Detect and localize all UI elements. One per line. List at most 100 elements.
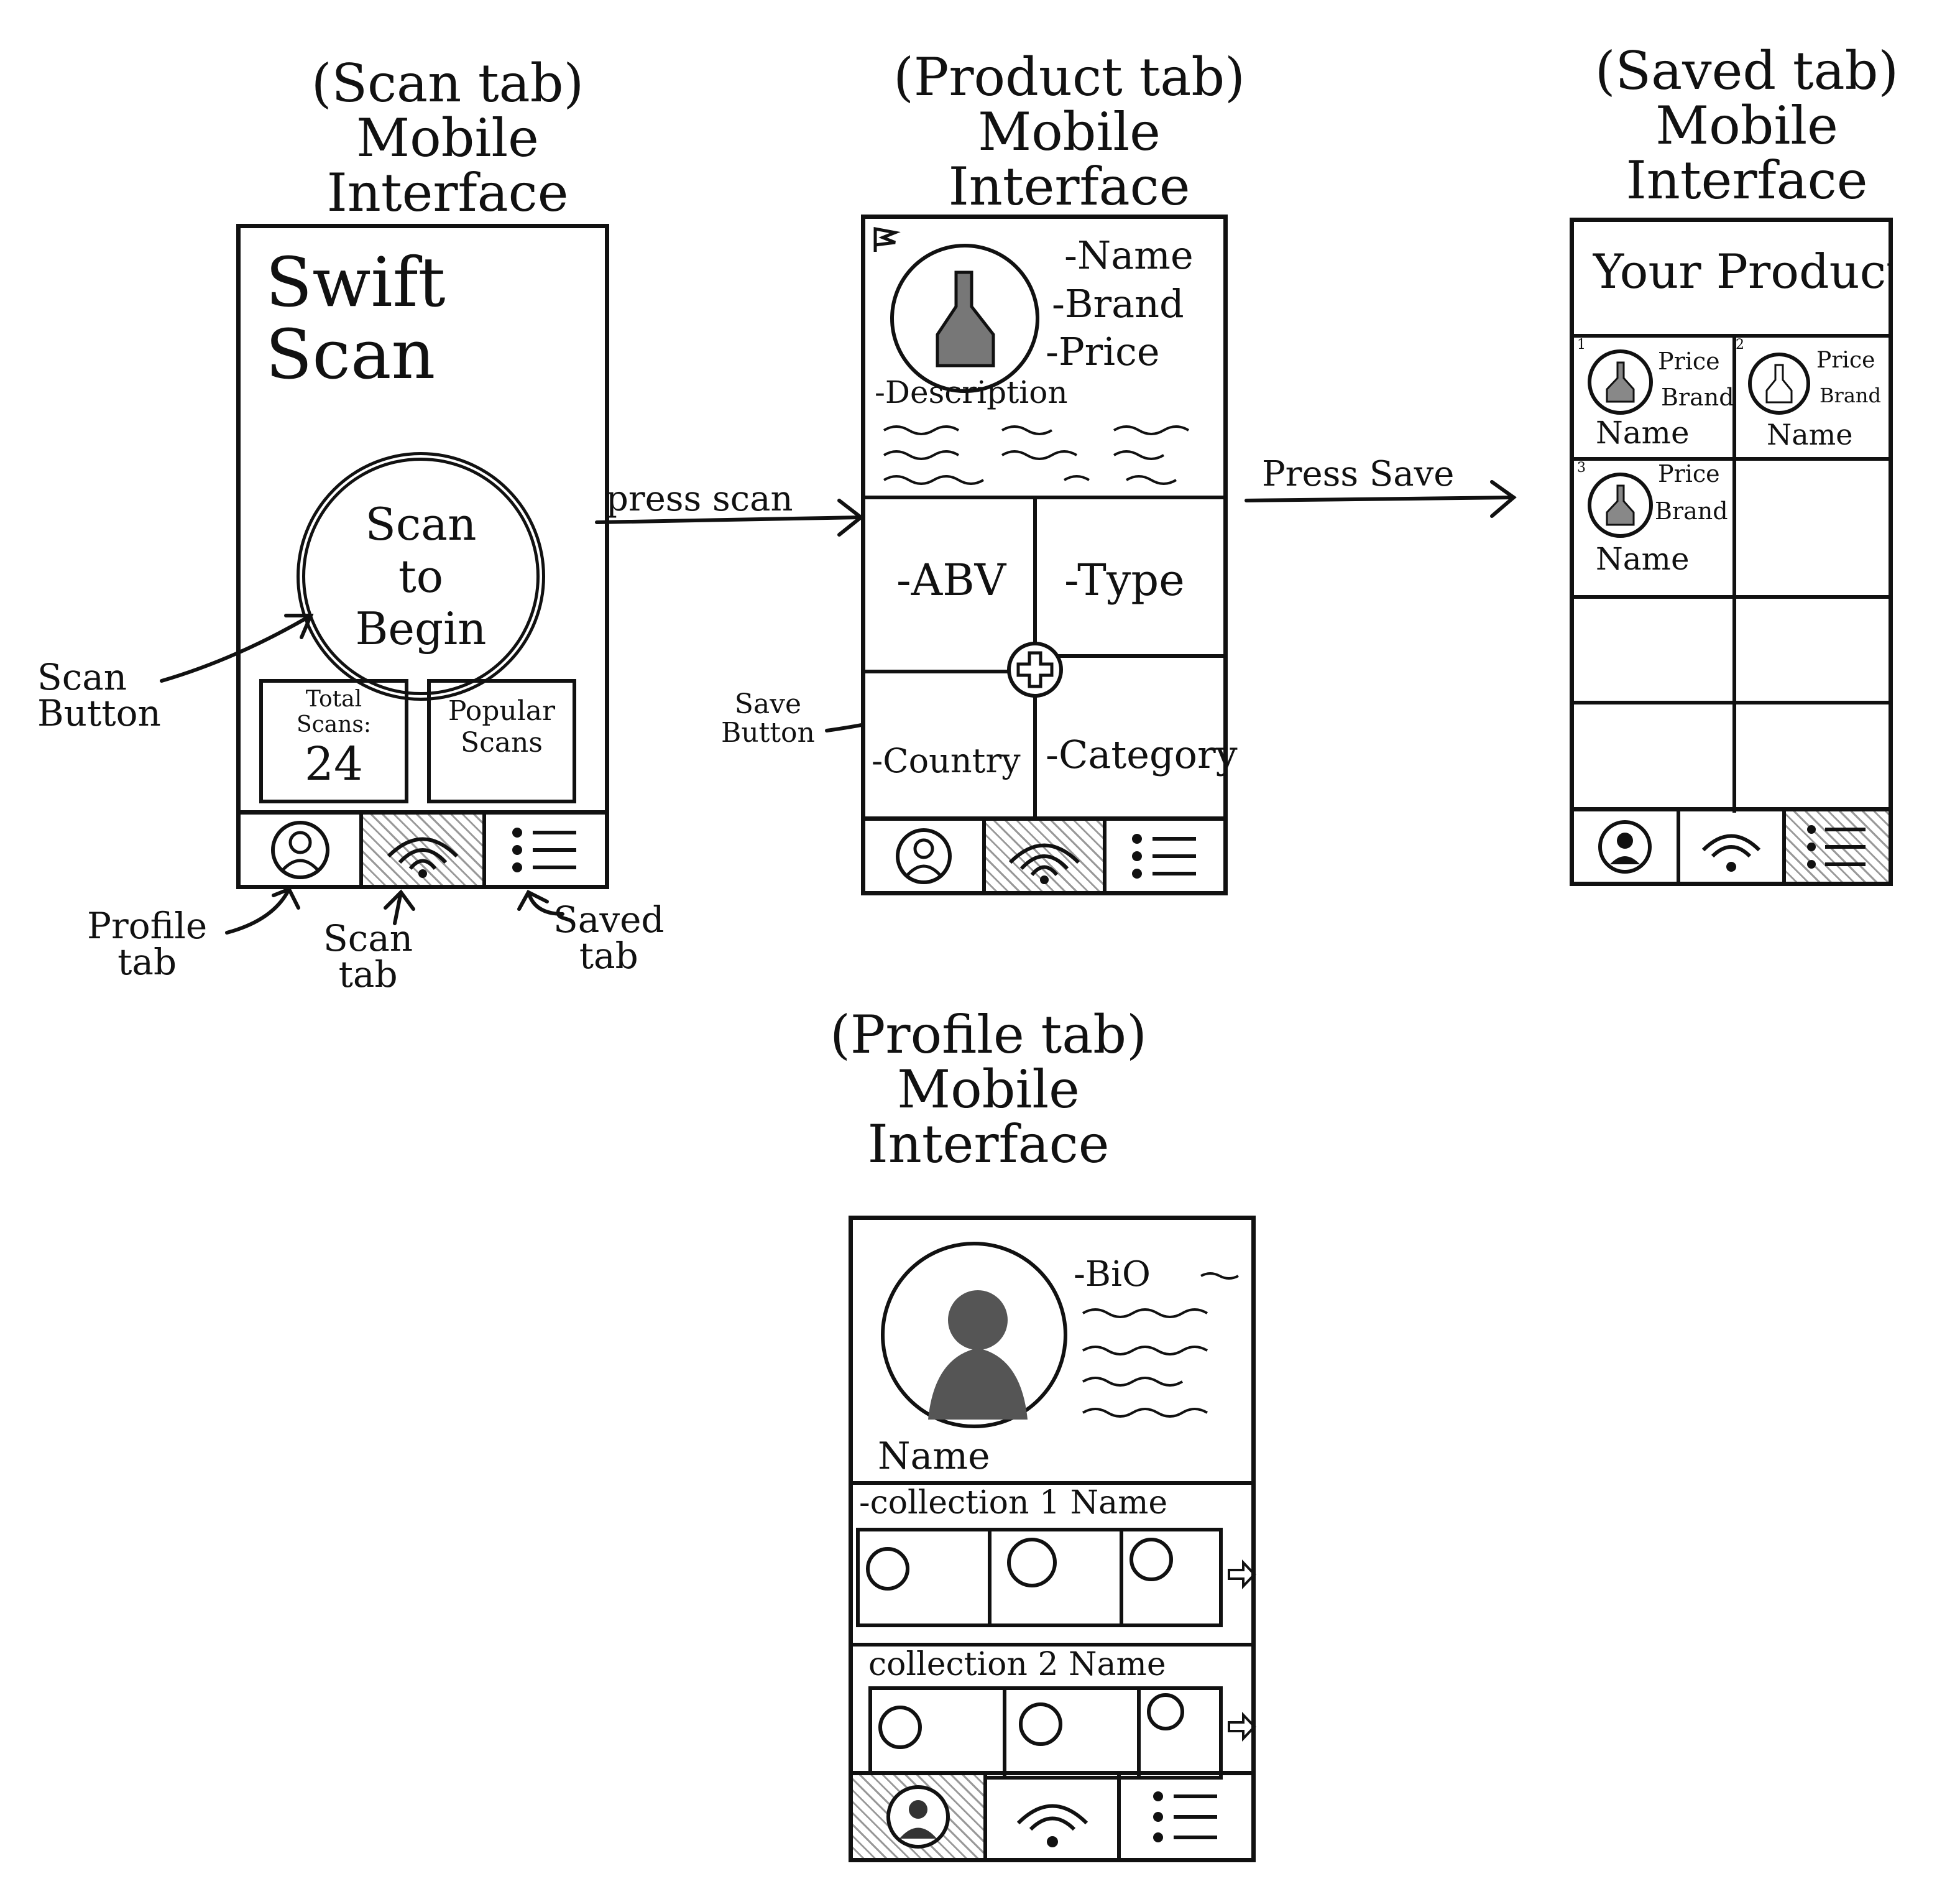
profile-divider — [853, 1481, 1251, 1485]
arrow-right-icon[interactable] — [1226, 1559, 1257, 1590]
tab-saved[interactable] — [1117, 1775, 1251, 1858]
saved-item-image — [1588, 473, 1653, 538]
collection-item[interactable] — [992, 1531, 1123, 1623]
product-country: -Country — [872, 741, 1021, 780]
app-logo: Swift Scan — [265, 242, 446, 394]
grid-divider-right — [1046, 654, 1223, 658]
bio-scribble — [1082, 1272, 1239, 1418]
profile-icon — [1598, 820, 1652, 874]
tab-scan[interactable] — [1676, 811, 1783, 882]
list-icon — [512, 827, 577, 872]
tab-saved[interactable] — [1782, 811, 1889, 882]
product-thumb — [1147, 1693, 1184, 1730]
product-screen-phone: -Name -Brand -Price -Description -ABV -T… — [861, 215, 1238, 895]
saved-row-divider-1 — [1574, 457, 1889, 461]
save-button[interactable] — [1007, 642, 1063, 698]
scan-screen-phone: Swift Scan Scan to Begin Total Scans: 24… — [236, 224, 609, 889]
scan-screen-title: (Scan tab) Mobile Interface — [311, 53, 584, 224]
tab-profile[interactable] — [241, 815, 359, 885]
arrow-label-press-scan: press scan — [606, 479, 793, 519]
product-thumb — [1129, 1538, 1173, 1581]
annotation-profile-tab: Profile tab — [87, 905, 208, 983]
product-name: -Name — [1064, 233, 1194, 278]
tab-scan[interactable] — [359, 815, 482, 885]
saved-item-3[interactable]: 3 Price Brand Name — [1577, 460, 1728, 577]
saved-row-divider-2 — [1574, 595, 1889, 599]
tab-profile[interactable] — [1574, 811, 1677, 882]
saved-item-2[interactable]: 2 Price Brand Name — [1736, 337, 1881, 451]
profile-icon — [270, 820, 329, 879]
grid-divider-left — [865, 670, 1024, 673]
wifi-scan-icon — [1008, 843, 1080, 884]
product-thumb — [878, 1706, 922, 1749]
arrow-label-press-save: Press Save — [1262, 454, 1455, 494]
product-brand: -Brand — [1052, 280, 1184, 326]
saved-row-divider-3 — [1574, 701, 1889, 704]
arrow-right-icon[interactable] — [1226, 1711, 1257, 1742]
bottle-icon — [936, 270, 995, 367]
bottle-icon — [1765, 364, 1793, 404]
collection-item[interactable] — [1006, 1690, 1141, 1776]
collection-item[interactable] — [1123, 1531, 1219, 1623]
tab-bar — [241, 810, 605, 885]
profile-bio-label: -BiO — [1074, 1254, 1151, 1295]
collection-1-row — [856, 1528, 1223, 1627]
tab-profile[interactable] — [853, 1775, 983, 1858]
profile-avatar — [881, 1242, 1067, 1428]
wifi-scan-icon — [1701, 834, 1761, 872]
flag-icon — [873, 226, 901, 252]
collection-2-title: collection 2 Name — [868, 1646, 1166, 1683]
product-category: -Category — [1046, 732, 1238, 777]
tab-bar — [853, 1771, 1251, 1858]
tab-scan[interactable] — [982, 821, 1103, 891]
popular-scans-card[interactable]: Popular Scans — [427, 679, 576, 803]
saved-item-1[interactable]: 1 Price Brand Name — [1577, 337, 1734, 451]
tab-bar — [865, 816, 1223, 891]
product-image — [890, 244, 1039, 393]
product-divider — [865, 496, 1223, 499]
saved-header-divider — [1574, 334, 1889, 338]
profile-screen-title: (Profile tab) Mobile Interface — [830, 1004, 1147, 1175]
collection-item[interactable] — [1141, 1690, 1219, 1776]
bottle-icon — [1606, 484, 1635, 526]
tab-profile[interactable] — [865, 821, 982, 891]
list-icon — [1132, 833, 1196, 879]
saved-item-image — [1588, 349, 1653, 415]
saved-screen-phone: Your Products 1 Price Brand Name 2 Price… — [1570, 218, 1893, 886]
total-scans-value: 24 — [304, 737, 364, 791]
collection-item[interactable] — [872, 1690, 1006, 1776]
saved-screen-title: (Saved tab) Mobile Interface — [1594, 40, 1899, 211]
product-price: -Price — [1046, 329, 1160, 374]
total-scans-card: Total Scans: 24 — [259, 679, 408, 803]
description-scribble — [883, 425, 1190, 485]
bottle-icon — [1606, 361, 1635, 403]
annotation-save-button: Save Button — [721, 688, 815, 749]
product-thumb — [1006, 1538, 1057, 1587]
wifi-scan-icon — [1016, 1804, 1088, 1847]
collection-2-row — [868, 1686, 1223, 1780]
saved-grid-col-divider — [1732, 334, 1736, 813]
collection-1-title: -collection 1 Name — [859, 1484, 1168, 1522]
list-icon — [1153, 1791, 1218, 1842]
collection-item[interactable] — [860, 1531, 992, 1623]
saved-item-image — [1748, 353, 1810, 415]
profile-name: Name — [878, 1434, 990, 1478]
product-fields: -Name -Brand -Price — [1046, 231, 1194, 376]
tab-bar — [1574, 807, 1889, 882]
profile-icon — [886, 1785, 950, 1849]
annotation-scan-tab: Scan tab — [323, 917, 413, 995]
profile-screen-phone: -BiO Name -collection 1 Name collection … — [849, 1216, 1256, 1862]
tab-scan[interactable] — [983, 1775, 1118, 1858]
saved-header: Your Products — [1593, 244, 1891, 299]
annotation-scan-button: Scan Button — [37, 656, 161, 734]
product-screen-title: (Product tab) Mobile Interface — [893, 47, 1245, 218]
tab-saved[interactable] — [1103, 821, 1223, 891]
product-thumb — [866, 1547, 909, 1591]
list-icon — [1806, 824, 1866, 869]
profile-icon — [896, 828, 952, 884]
plus-icon — [1016, 651, 1054, 688]
annotation-saved-tab: Saved tab — [553, 898, 665, 977]
person-icon — [928, 1290, 1028, 1420]
tab-saved[interactable] — [482, 815, 605, 885]
collection-divider — [853, 1643, 1251, 1647]
